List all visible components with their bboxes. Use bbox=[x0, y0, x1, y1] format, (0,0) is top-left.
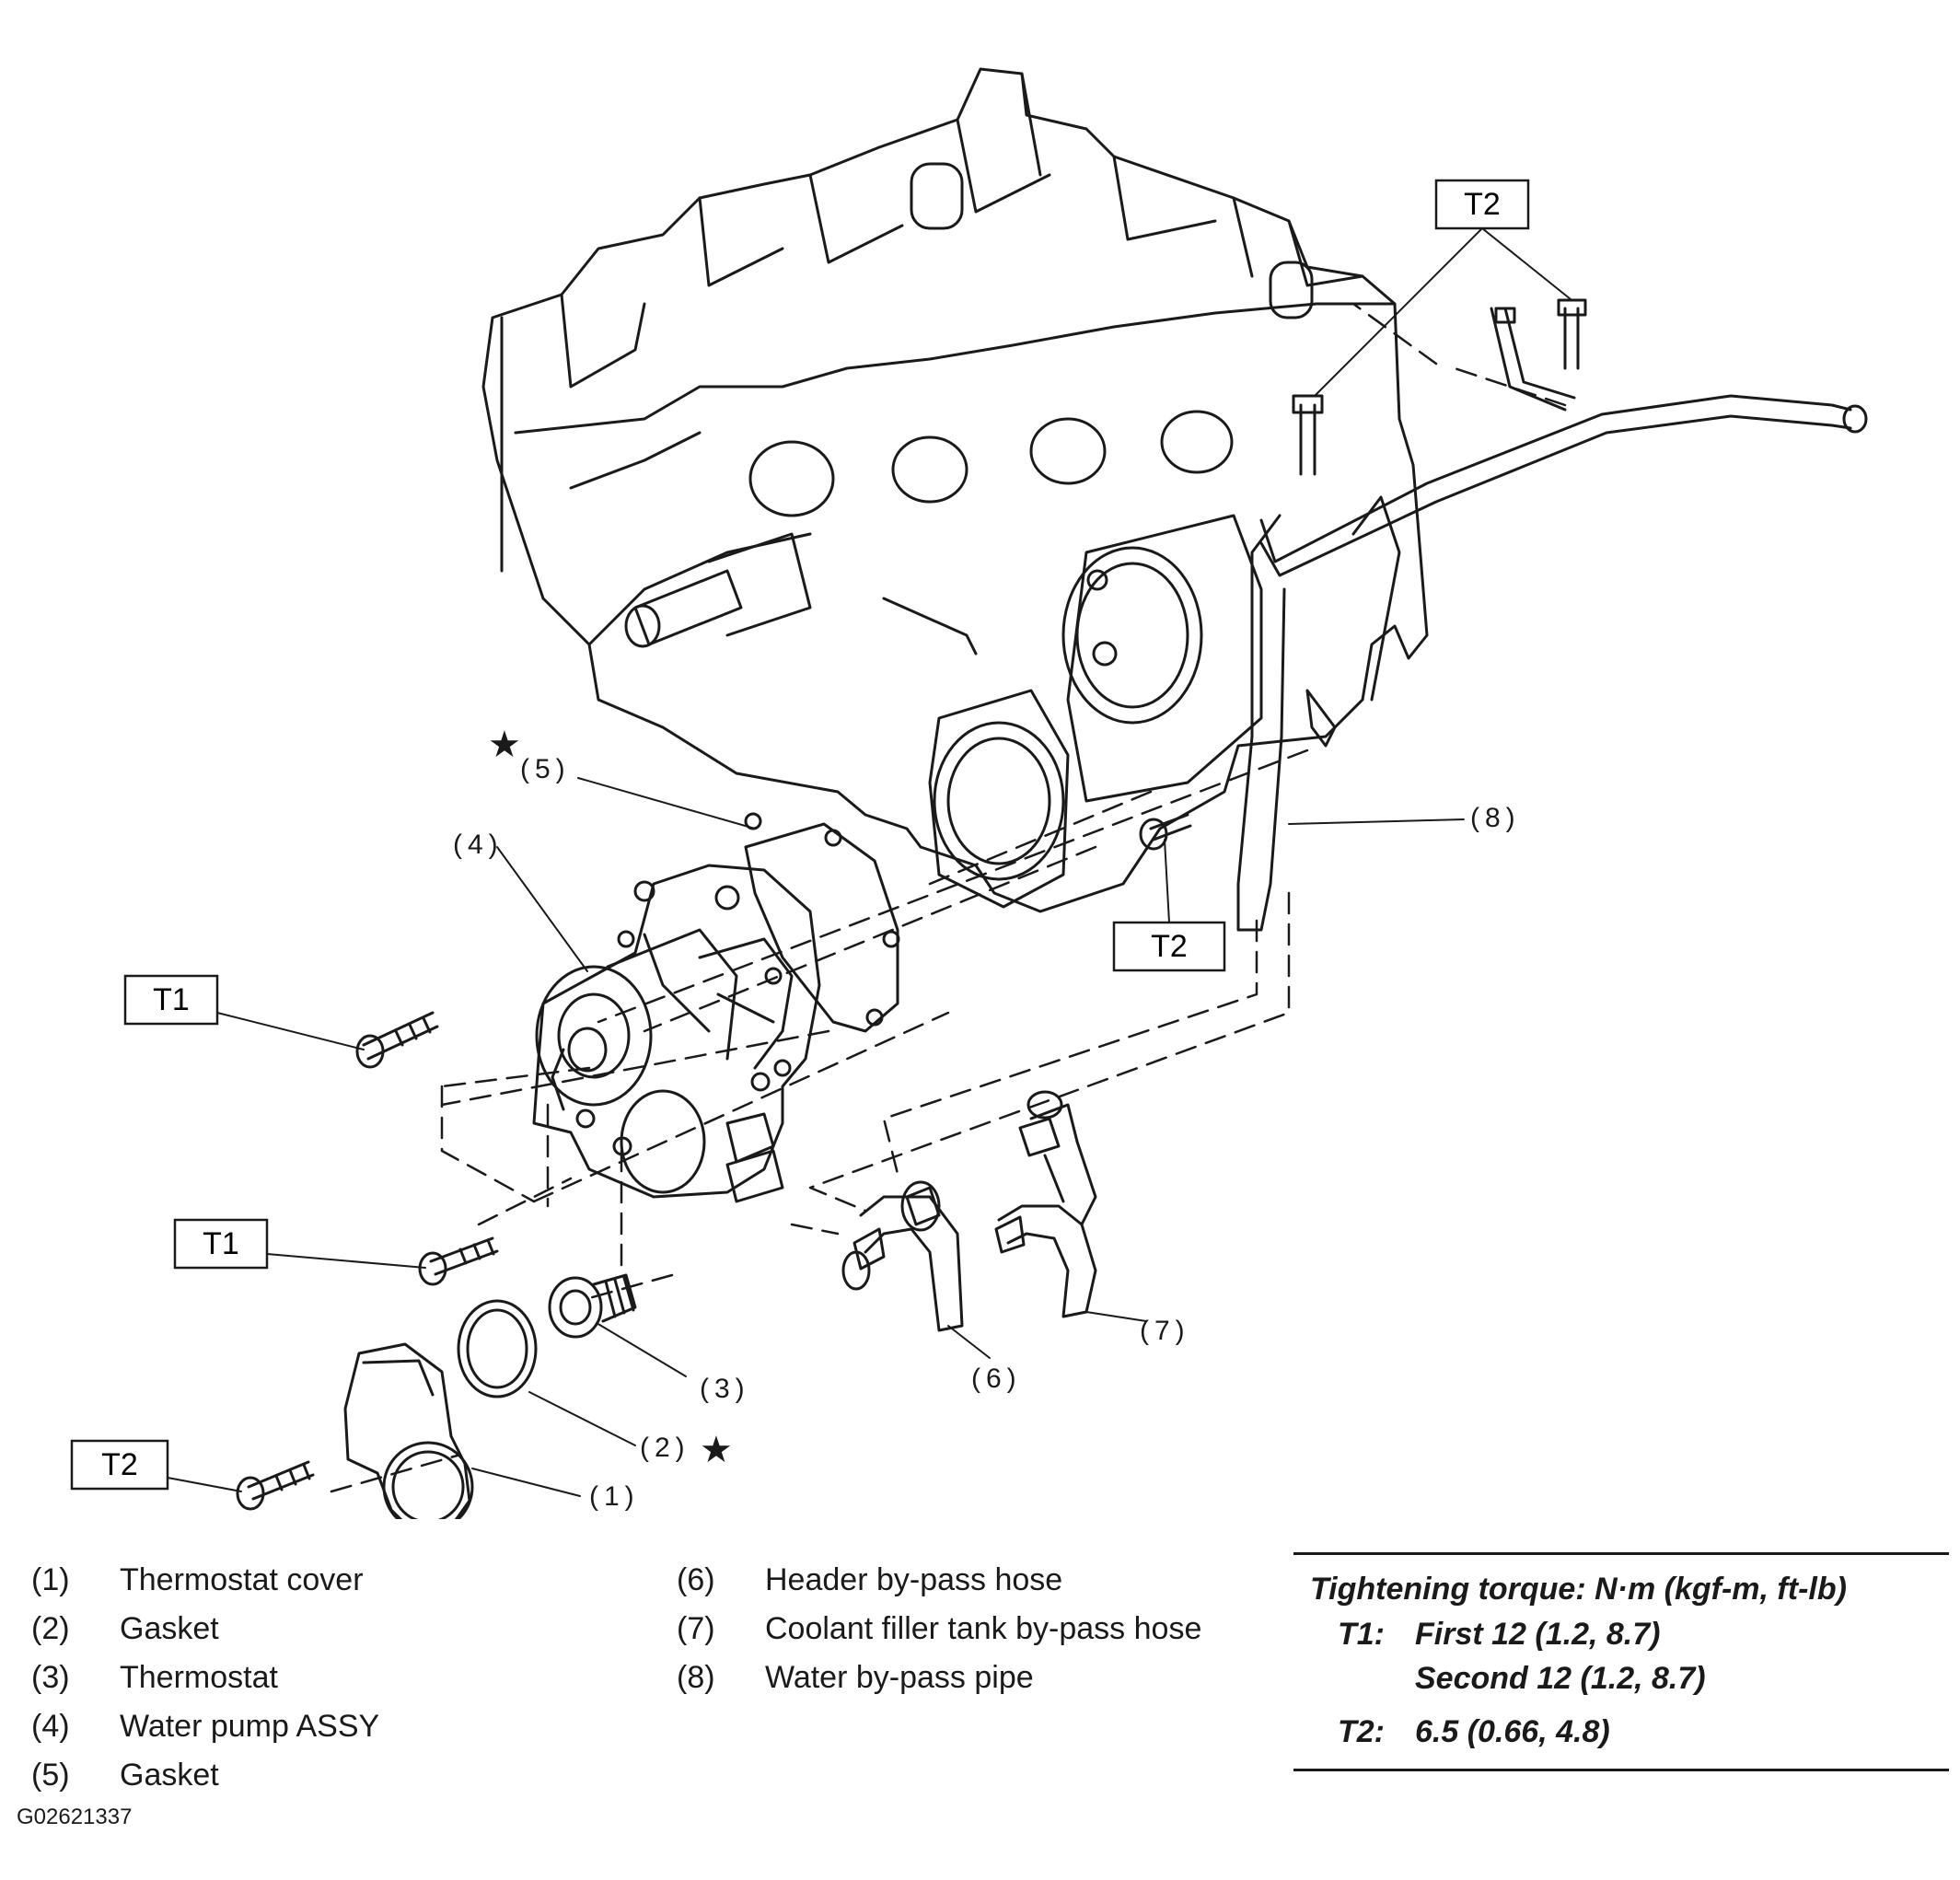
legend-item: (8) Water by-pass pipe bbox=[677, 1654, 1201, 1702]
callout-1: (1) bbox=[589, 1481, 640, 1512]
bolt-t1-lower bbox=[418, 1236, 499, 1286]
callout-7: (7) bbox=[1140, 1316, 1190, 1346]
legend-item-number: (8) bbox=[677, 1660, 715, 1695]
torque-box-t1-lower-text: T1 bbox=[203, 1226, 239, 1261]
thermostat-cover bbox=[343, 1342, 474, 1519]
torque-box-t2-top: T2 bbox=[1434, 179, 1530, 230]
legend-item-label: Thermostat cover bbox=[120, 1562, 364, 1597]
torque-value-t1-second: Second 12 (1.2, 8.7) bbox=[1415, 1661, 1706, 1696]
star-icon: ★ bbox=[488, 725, 521, 765]
legend-item: (4) Water pump ASSY bbox=[31, 1702, 379, 1751]
bolt-t2-top-b bbox=[1557, 298, 1587, 370]
torque-row-t2: T2: 6.5 (0.66, 4.8) bbox=[1293, 1710, 1949, 1754]
gasket-2 bbox=[457, 1299, 538, 1398]
callout-4: (4) bbox=[453, 830, 504, 860]
bolt-t2-top-a bbox=[1292, 394, 1324, 476]
water-pump-assy bbox=[532, 864, 821, 1203]
bolt-t2-right bbox=[1139, 813, 1192, 851]
tightening-torque-panel: Tightening torque: N·m (kgf-m, ft-lb) T1… bbox=[1293, 1552, 1949, 1771]
legend-item-label: Header by-pass hose bbox=[765, 1562, 1063, 1597]
legend-item: (3) Thermostat bbox=[31, 1654, 379, 1702]
leader-lines bbox=[167, 227, 1571, 1497]
callout-5: (5) bbox=[520, 754, 571, 784]
coolant-filler-tank-bypass-hose bbox=[994, 1090, 1097, 1318]
torque-box-t2-bottom: T2 bbox=[70, 1439, 169, 1491]
legend-item-number: (1) bbox=[31, 1562, 70, 1597]
legend-item-label: Coolant filler tank by-pass hose bbox=[765, 1611, 1202, 1646]
legend-item-number: (5) bbox=[31, 1758, 70, 1793]
engine-block bbox=[481, 67, 1429, 913]
star-icon: ★ bbox=[700, 1430, 733, 1470]
alignment-lines bbox=[330, 302, 1567, 1493]
torque-row-t1-second: Second 12 (1.2, 8.7) bbox=[1293, 1656, 1949, 1700]
legend-item-number: (6) bbox=[677, 1562, 715, 1597]
bolt-t2-top-c bbox=[1494, 307, 1516, 324]
torque-key-t2: T2: bbox=[1338, 1714, 1385, 1749]
legend-item: (2) Gasket bbox=[31, 1605, 379, 1654]
torque-value-t1-first: First 12 (1.2, 8.7) bbox=[1415, 1617, 1661, 1652]
torque-box-t1-upper-text: T1 bbox=[153, 982, 190, 1017]
legend-item: (7) Coolant filler tank by-pass hose bbox=[677, 1605, 1201, 1654]
torque-title: Tightening torque: N·m (kgf-m, ft-lb) bbox=[1310, 1572, 1847, 1607]
legend-item-label: Gasket bbox=[120, 1611, 219, 1646]
header-bypass-hose bbox=[841, 1180, 964, 1332]
torque-box-t2-bottom-text: T2 bbox=[101, 1447, 138, 1482]
thermostat bbox=[548, 1273, 637, 1339]
legend-item: (5) Gasket bbox=[31, 1751, 379, 1800]
exploded-view-diagram: T2 T2 T1 T1 T2 (1) (2) (3) (4) (5) (6) (… bbox=[70, 67, 1868, 1519]
callout-8: (8) bbox=[1470, 803, 1521, 833]
bolt-t2-bottom bbox=[236, 1460, 315, 1511]
callout-3: (3) bbox=[700, 1374, 750, 1404]
torque-box-t2-mid: T2 bbox=[1112, 921, 1226, 972]
torque-box-t2-mid-text: T2 bbox=[1151, 929, 1188, 964]
parts-legend-left: (1) Thermostat cover (2) Gasket (3) Thermos… bbox=[31, 1556, 379, 1800]
legend-item-number: (7) bbox=[677, 1611, 715, 1646]
legend-item: (1) Thermostat cover bbox=[31, 1556, 379, 1605]
torque-value-t2: 6.5 (0.66, 4.8) bbox=[1415, 1714, 1610, 1749]
legend-item-label: Gasket bbox=[120, 1758, 219, 1793]
legend-item-number: (3) bbox=[31, 1660, 70, 1695]
callout-6: (6) bbox=[971, 1364, 1022, 1394]
legend-item: (6) Header by-pass hose bbox=[677, 1556, 1201, 1605]
torque-key-t1: T1: bbox=[1338, 1617, 1385, 1652]
torque-row-t1-first: T1: First 12 (1.2, 8.7) bbox=[1293, 1612, 1949, 1656]
legend-item-number: (2) bbox=[31, 1611, 70, 1646]
torque-box-t1-upper: T1 bbox=[123, 974, 219, 1026]
torque-box-t1-lower: T1 bbox=[173, 1218, 269, 1270]
legend-item-label: Water pump ASSY bbox=[120, 1709, 380, 1744]
legend-item-label: Thermostat bbox=[120, 1660, 278, 1695]
bolt-t1-upper bbox=[355, 1011, 439, 1069]
callout-2: (2) bbox=[640, 1433, 690, 1463]
water-bypass-pipe bbox=[1236, 307, 1868, 932]
gasket-5 bbox=[744, 812, 900, 1033]
torque-box-t2-top-text: T2 bbox=[1464, 187, 1501, 222]
parts-legend-middle: (6) Header by-pass hose (7) Coolant filler… bbox=[677, 1556, 1201, 1702]
legend-item-label: Water by-pass pipe bbox=[765, 1660, 1034, 1695]
figure-id: G02621337 bbox=[17, 1805, 133, 1829]
legend-item-number: (4) bbox=[31, 1709, 70, 1744]
